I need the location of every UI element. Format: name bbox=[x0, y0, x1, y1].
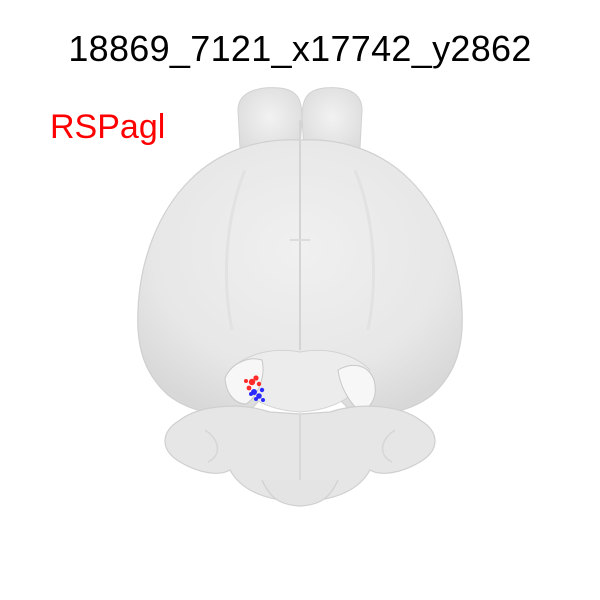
cerebellum bbox=[164, 405, 436, 503]
brainstem bbox=[261, 479, 339, 507]
figure-title: 18869_7121_x17742_y2862 bbox=[68, 28, 532, 69]
region-label: RSPagl bbox=[50, 108, 166, 146]
projection-cluster bbox=[244, 375, 265, 402]
